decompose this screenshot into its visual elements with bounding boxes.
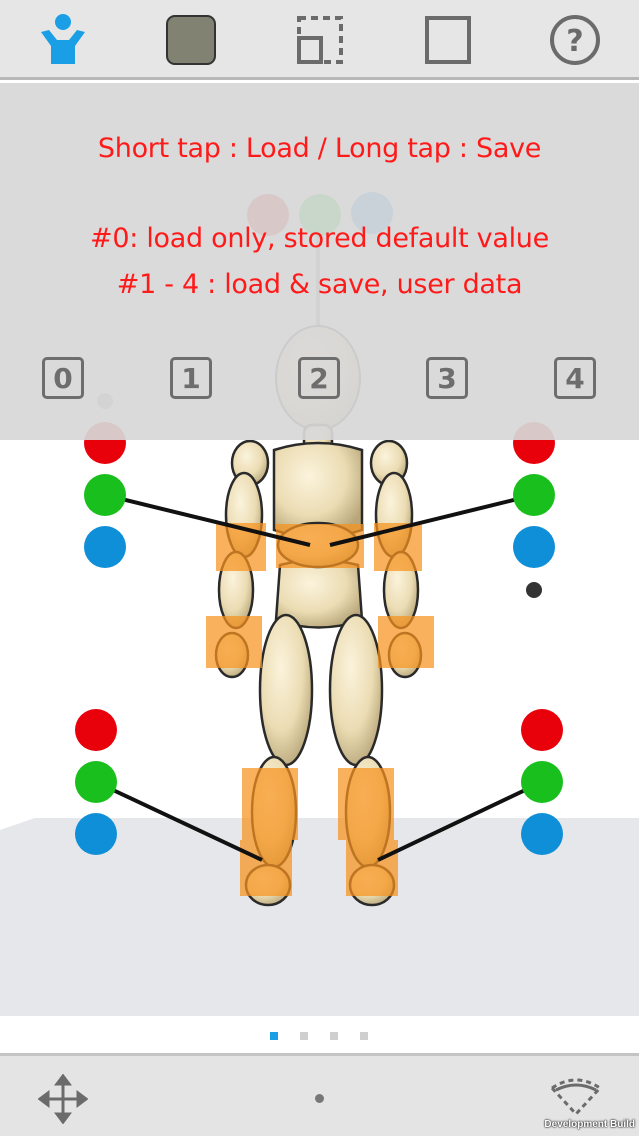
slot-2-button[interactable]: 2 [298, 357, 340, 399]
development-build-label: Development Build [544, 1119, 635, 1130]
camera-view-icon[interactable] [548, 1074, 604, 1118]
right-lower-blue[interactable] [521, 813, 563, 855]
joint-highlights[interactable] [206, 523, 434, 896]
right-upper-blue[interactable] [513, 526, 555, 568]
instruction-line-1: Short tap : Load / Long tap : Save [97, 133, 542, 164]
left-upper-blue[interactable] [84, 526, 126, 568]
left-lower-green[interactable] [75, 761, 117, 803]
instruction-line-3: #1 - 4 : load & save, user data [116, 269, 523, 300]
page-dot-1[interactable] [270, 1032, 278, 1040]
left-upper-green[interactable] [84, 474, 126, 516]
figure-mode-icon[interactable] [35, 12, 91, 68]
center-dot [315, 1094, 324, 1103]
crop-select-icon[interactable] [291, 12, 347, 68]
page-dot-2[interactable] [300, 1032, 308, 1040]
frame-icon[interactable] [419, 12, 475, 68]
help-icon[interactable]: ? [547, 12, 603, 68]
bottom-toolbar: Development Build [0, 1053, 639, 1136]
slot-4-button[interactable]: 4 [554, 357, 596, 399]
page-dot-3[interactable] [330, 1032, 338, 1040]
floor-plane [0, 818, 639, 1016]
help-symbol: ? [566, 24, 583, 59]
left-lower-red[interactable] [75, 709, 117, 751]
right-lower-red[interactable] [521, 709, 563, 751]
instruction-line-2: #0: load only, stored default value [90, 223, 549, 254]
top-toolbar: ? [0, 0, 639, 80]
move-arrows-icon[interactable] [37, 1073, 89, 1125]
slot-0-button[interactable]: 0 [42, 357, 84, 399]
page-dot-4[interactable] [360, 1032, 368, 1040]
right-upper-green[interactable] [513, 474, 555, 516]
right-marker-dot [526, 582, 542, 598]
right-lower-green[interactable] [521, 761, 563, 803]
load-save-overlay: Short tap : Load / Long tap : Save #0: l… [0, 83, 639, 440]
slot-1-button[interactable]: 1 [170, 357, 212, 399]
left-lower-blue[interactable] [75, 813, 117, 855]
gray-square-icon[interactable] [163, 12, 219, 68]
slot-3-button[interactable]: 3 [426, 357, 468, 399]
